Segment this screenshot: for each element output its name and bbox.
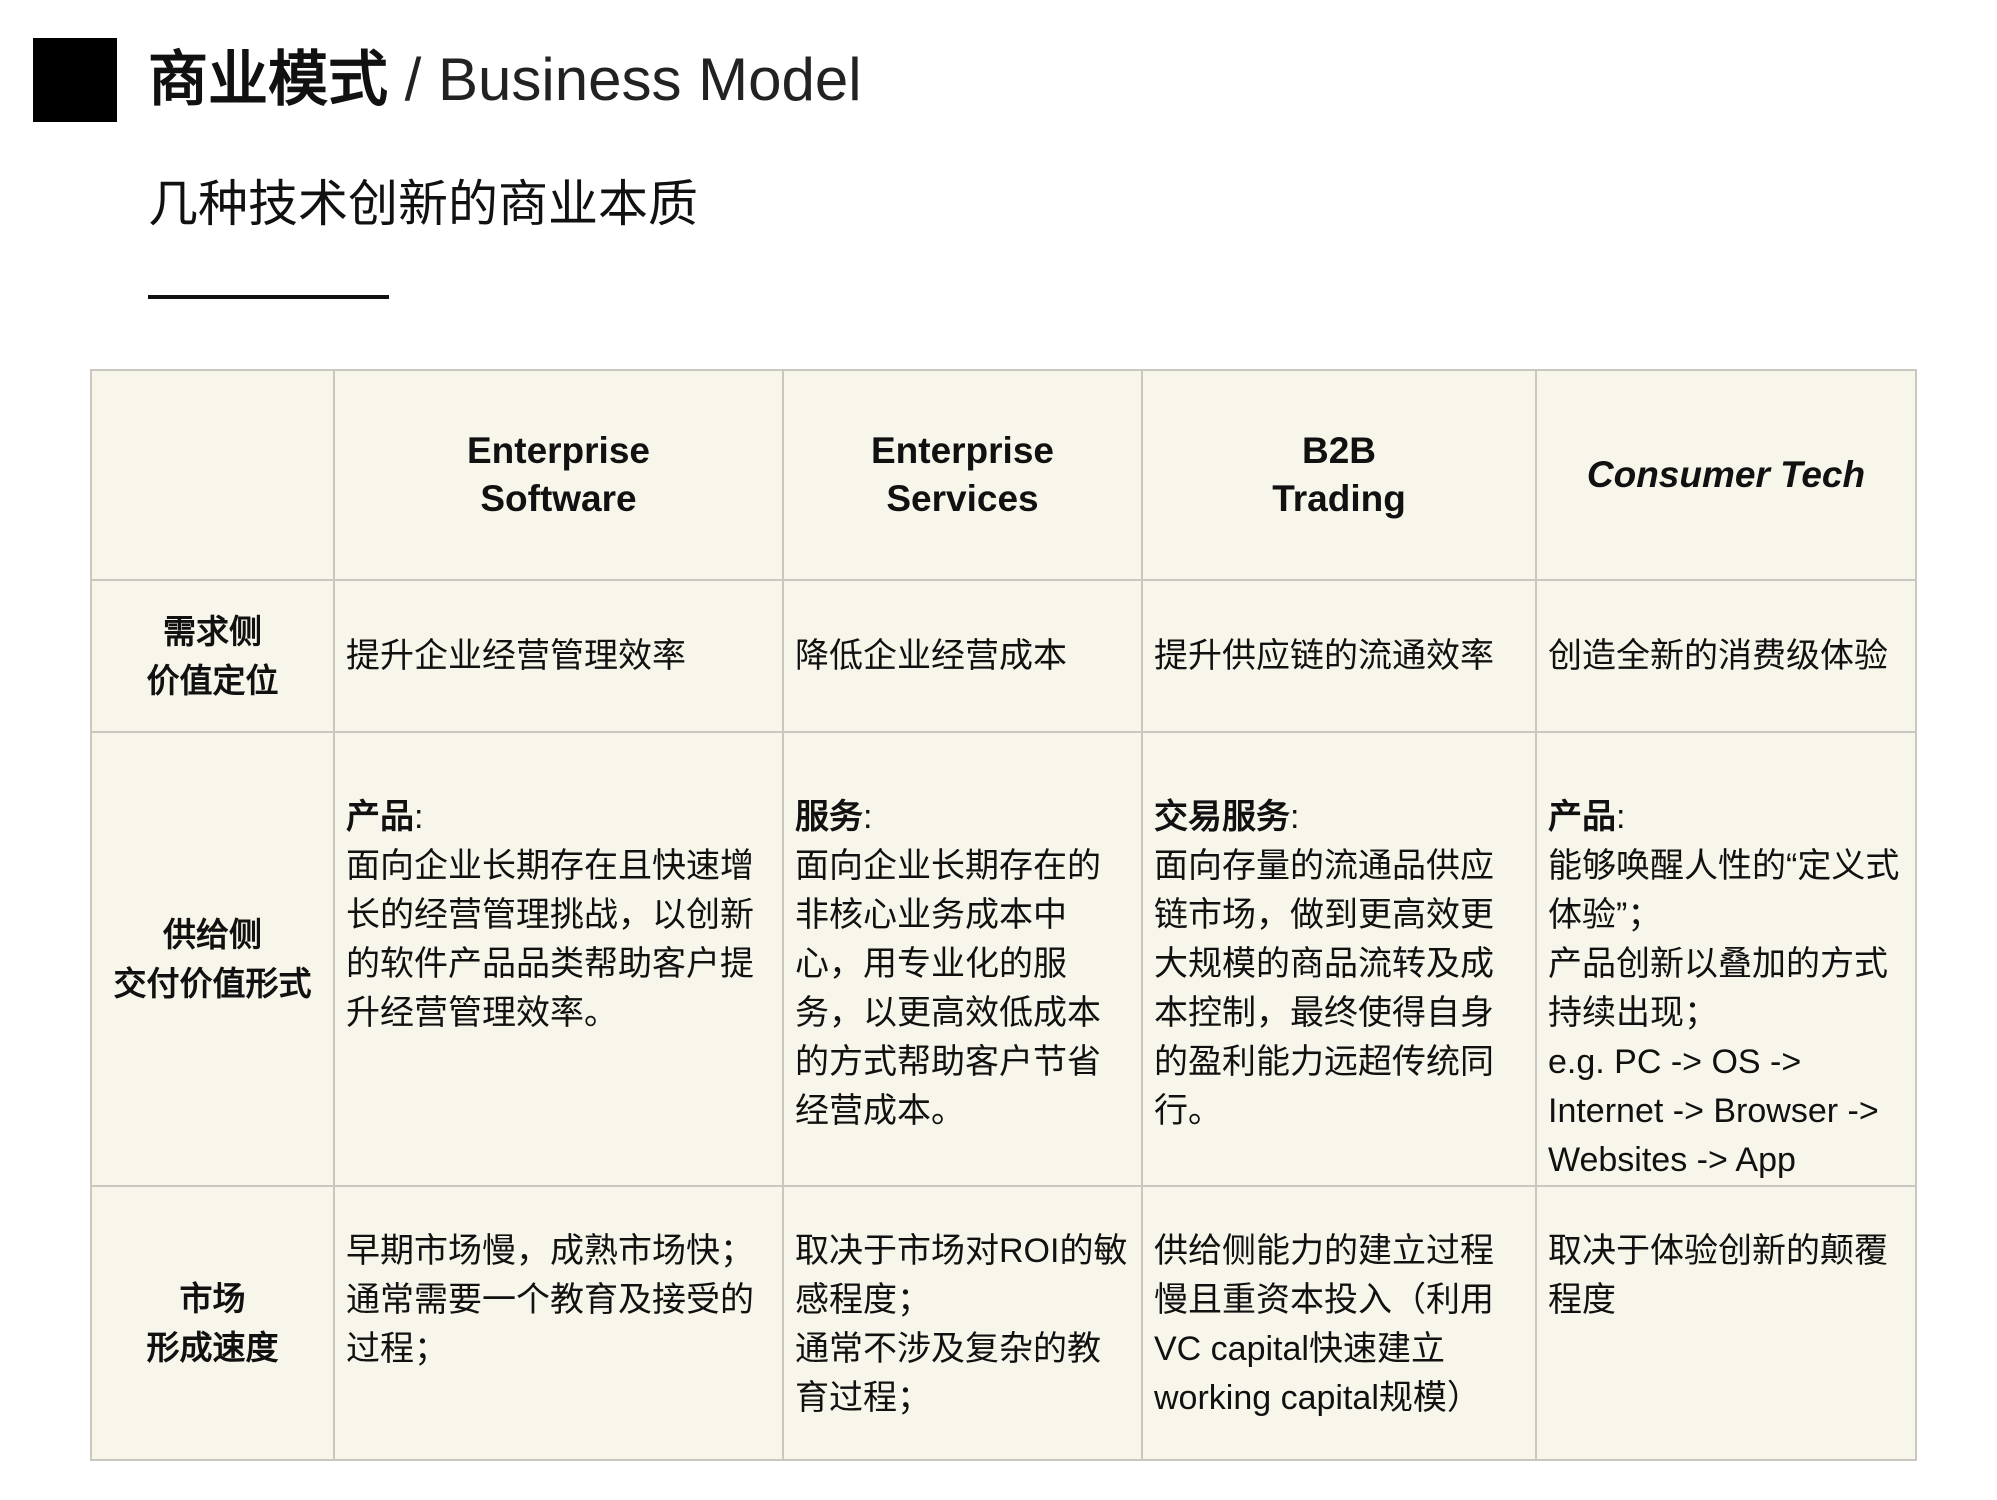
table-cell: 交易服务:面向存量的流通品供应链市场，做到更高效更大规模的商品流转及成本控制，最… <box>1141 731 1537 1187</box>
page-title: 商业模式 / Business Model <box>148 42 862 118</box>
table-row: 市场形成速度 早期市场慢，成熟市场快；通常需要一个教育及接受的过程； 取决于市场… <box>90 1185 1917 1461</box>
table-cell: 创造全新的消费级体验 <box>1535 579 1917 733</box>
table-row: 供给侧交付价值形式 产品:面向企业长期存在且快速增长的经营管理挑战，以创新的软件… <box>90 731 1917 1187</box>
title-separator: / <box>404 46 422 113</box>
row-header: 需求侧价值定位 <box>90 579 335 733</box>
table-row: 需求侧价值定位 提升企业经营管理效率 降低企业经营成本 提升供应链的流通效率 创… <box>90 579 1917 733</box>
page-subtitle: 几种技术创新的商业本质 <box>148 176 698 232</box>
header-block-icon <box>33 38 117 122</box>
table-cell: 降低企业经营成本 <box>782 579 1143 733</box>
table-cell: 取决于市场对ROI的敏感程度；通常不涉及复杂的教育过程； <box>782 1185 1143 1461</box>
title-underline <box>148 295 389 299</box>
table-cell: 服务:面向企业长期存在的非核心业务成本中心，用专业化的服务，以更高效低成本的方式… <box>782 731 1143 1187</box>
column-header: Consumer Tech <box>1535 369 1917 581</box>
table-cell: 提升企业经营管理效率 <box>333 579 784 733</box>
row-header: 市场形成速度 <box>90 1185 335 1461</box>
row-header: 供给侧交付价值形式 <box>90 731 335 1187</box>
table-cell: 取决于体验创新的颠覆程度 <box>1535 1185 1917 1461</box>
corner-cell <box>90 369 335 581</box>
title-en: Business Model <box>438 46 862 113</box>
table-cell: 产品:面向企业长期存在且快速增长的经营管理挑战，以创新的软件产品品类帮助客户提升… <box>333 731 784 1187</box>
table-cell: 产品:能够唤醒人性的“定义式体验”；产品创新以叠加的方式持续出现；e.g. PC… <box>1535 731 1917 1187</box>
table-cell: 供给侧能力的建立过程慢且重资本投入（利用VC capital快速建立workin… <box>1141 1185 1537 1461</box>
table-cell: 早期市场慢，成熟市场快；通常需要一个教育及接受的过程； <box>333 1185 784 1461</box>
title-zh: 商业模式 <box>148 46 388 113</box>
table-cell: 提升供应链的流通效率 <box>1141 579 1537 733</box>
